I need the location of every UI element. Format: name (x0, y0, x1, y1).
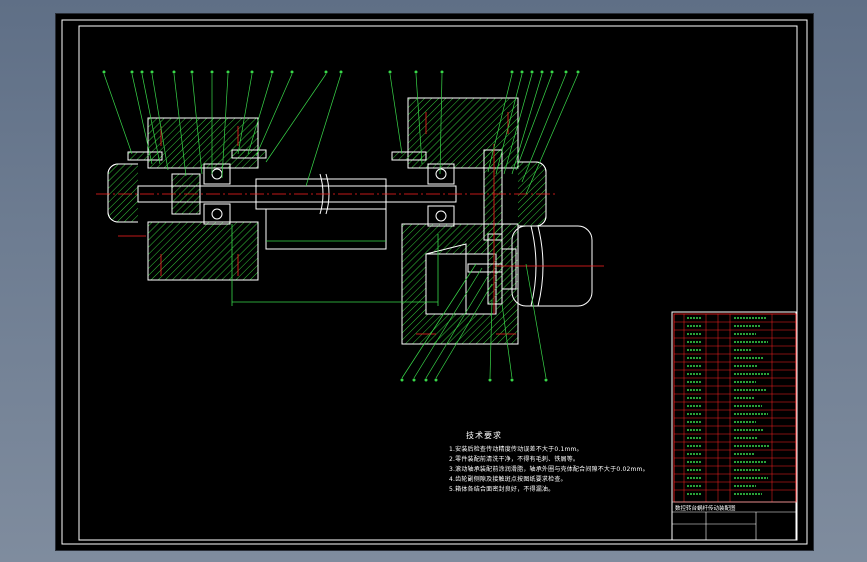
titleblock (671, 311, 797, 541)
note-line-5: 5.箱体各结合面密封良好，不得漏油。 (449, 486, 555, 493)
cad-viewport[interactable]: 技术要求 1.安装后检查传动精度传动误差不大于0.1mm。 2.零件装配前清洗干… (55, 13, 814, 551)
balloon-marks (102, 70, 580, 382)
assembly-drawing (61, 19, 808, 545)
dimension-lines (231, 224, 439, 306)
note-line-3: 3.滚动轴承装配前涂润滑脂，轴承外圈与壳体配合间隙不大于0.02mm。 (449, 466, 649, 473)
leader-lines (103, 73, 579, 379)
note-line-1: 1.安装后检查传动精度传动误差不大于0.1mm。 (449, 446, 583, 453)
outer-frame (61, 19, 808, 545)
left-housing-assembly (107, 117, 267, 281)
notes-heading: 技术要求 (466, 431, 502, 440)
inner-frame (78, 25, 798, 541)
note-line-2: 2.零件装配前清洗干净，不得有毛刺、铁屑等。 (449, 456, 580, 463)
note-line-4: 4.齿轮副侧隙及接触斑点按图纸要求检查。 (449, 476, 567, 483)
titleblock-drawing-name: 数控转台蜗杆传动装配图 (675, 506, 736, 512)
